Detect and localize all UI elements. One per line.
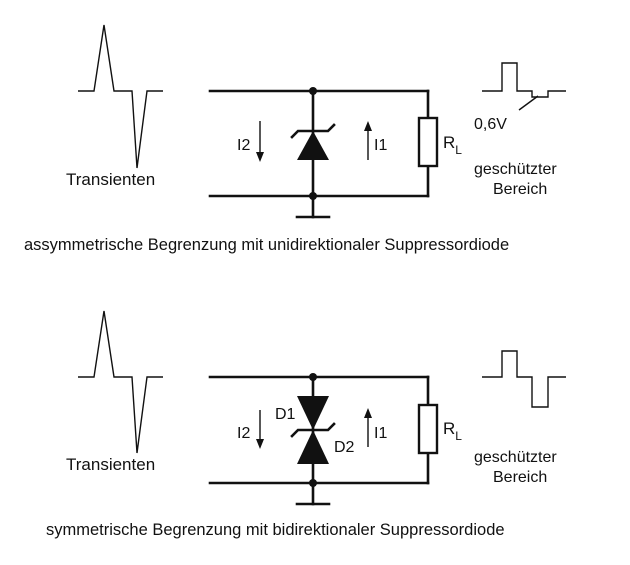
bottom-resistor-label: RL	[443, 419, 462, 443]
top-current-arrow-up-icon	[364, 121, 372, 160]
top-transient-label: Transienten	[66, 170, 155, 189]
top-voltage-pointer	[518, 95, 539, 111]
top-current-i1: I1	[374, 137, 387, 154]
top-transient-waveform	[78, 24, 163, 169]
top-section: Transienten RL I2	[24, 24, 566, 254]
bottom-clipped-waveform	[482, 350, 566, 408]
bottom-resistor-icon	[417, 403, 439, 455]
bottom-bidirectional-diode-icon	[290, 396, 336, 464]
bottom-transient-waveform	[78, 310, 163, 454]
bottom-current-arrow-down-icon	[256, 410, 264, 449]
top-current-arrow-down-icon	[256, 121, 264, 162]
top-protected-area-label: geschützter	[474, 161, 557, 178]
bottom-current-i2: I2	[237, 425, 250, 442]
bottom-wiring	[208, 375, 430, 506]
bottom-protected-area-label: Bereich	[493, 469, 547, 486]
top-junction-node	[309, 192, 317, 200]
top-suppressor-diode-icon	[290, 123, 336, 160]
top-resistor-icon	[417, 116, 439, 168]
top-current-i2: I2	[237, 137, 250, 154]
bottom-junction-node	[309, 479, 317, 487]
bottom-current-arrow-up-icon	[364, 408, 372, 447]
bottom-diode-d2-label: D2	[334, 439, 355, 456]
bottom-protected-area-label: geschützter	[474, 449, 557, 466]
bottom-transient-label: Transienten	[66, 455, 155, 474]
top-caption: assymmetrische Begrenzung mit unidirekti…	[24, 236, 509, 254]
bottom-current-i1: I1	[374, 425, 387, 442]
bottom-diode-d1-label: D1	[275, 406, 296, 423]
top-voltage-label: 0,6V	[474, 116, 507, 133]
bottom-section: Transienten D1 D2 RL I2	[46, 310, 566, 539]
top-resistor-label: RL	[443, 133, 462, 157]
top-protected-area-label: Bereich	[493, 181, 547, 198]
top-junction-node	[309, 87, 317, 95]
top-clipped-waveform	[482, 62, 566, 98]
bottom-caption: symmetrische Begrenzung mit bidirektiona…	[46, 521, 505, 539]
bottom-junction-node	[309, 373, 317, 381]
